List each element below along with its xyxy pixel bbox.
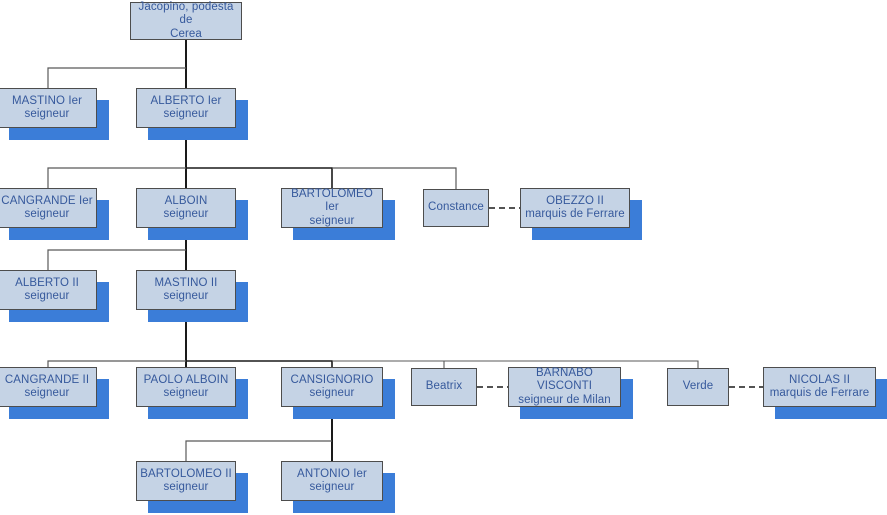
node-constance[interactable]: Constance [423,189,489,227]
node-label-primary: ALBOIN [164,194,208,207]
edge-group-alberto1-children [47,128,457,189]
node-label-primary: PAOLO ALBOIN [143,373,229,386]
node-label: Verde [680,380,717,394]
node-label: Constance [425,201,487,215]
node-label-primary: NICOLAS II [788,373,851,386]
node-label-primary: BARTOLOMEO II [140,467,232,480]
node-beatrix[interactable]: Beatrix [411,368,477,406]
edge-group-mastino2-children [47,310,699,368]
node-verde[interactable]: Verde [667,368,729,406]
node-label-primary: Beatrix [425,380,463,393]
edge-alboin-alberto2 [47,249,186,270]
node-label-primary: CANGRANDE II [4,373,90,386]
edge-alberto1-cangrande1 [47,167,186,188]
node-label-secondary: seigneur [24,290,70,302]
node-label-secondary: seigneur de Milan [518,393,611,406]
node-label-secondary: seigneur [24,208,70,220]
node-label-primary: Jacopino, podesta de [138,0,234,27]
node-label-primary: OBEZZO II [546,194,604,207]
node-label-secondary: seigneur [309,481,355,493]
edge-group-jacopino-children [47,40,187,88]
node-label-secondary: seigneur [309,387,355,399]
node-label-primary: Verde [682,380,714,393]
node-label-primary: BARTOLOMEO Ier [291,187,373,214]
node-label-primary: ANTONIO Ier [297,467,367,480]
node-label-secondary: seigneur [163,208,209,220]
node-label-secondary: marquis de Ferrare [769,387,870,399]
node-label: Beatrix [423,380,466,394]
node-label-primary: MASTINO Ier [11,94,83,107]
node-label-secondary: seigneur [163,481,209,493]
edge-alberto1-constance [332,167,457,189]
node-label-secondary: Cerea [170,27,202,40]
node-label-primary: BARNABO VISCONTI [536,366,593,393]
node-label-primary: ALBERTO II [15,276,79,289]
node-label-secondary: seigneur [24,387,70,399]
node-label-secondary: seigneur [163,108,209,120]
node-label-secondary: seigneur [163,387,209,399]
edge-jacopino-mastino1 [47,67,186,88]
edge-cansignorio-bartolomeo2 [185,440,332,461]
node-label-primary: CANGRANDE Ier [1,194,93,207]
edge-alberto1-bartolomeo1 [186,167,333,188]
node-label-primary: ALBERTO Ier [150,94,222,107]
node-label-primary: Constance [428,201,484,214]
node-label-secondary: seigneur [163,290,209,302]
node-label-secondary: marquis de Ferrare [525,208,625,220]
node-label-primary: MASTINO II [154,276,218,289]
node-label-secondary: seigneur [309,214,355,227]
node-label-secondary: seigneur [24,108,70,120]
node-label-primary: CANSIGNORIO [290,373,374,386]
